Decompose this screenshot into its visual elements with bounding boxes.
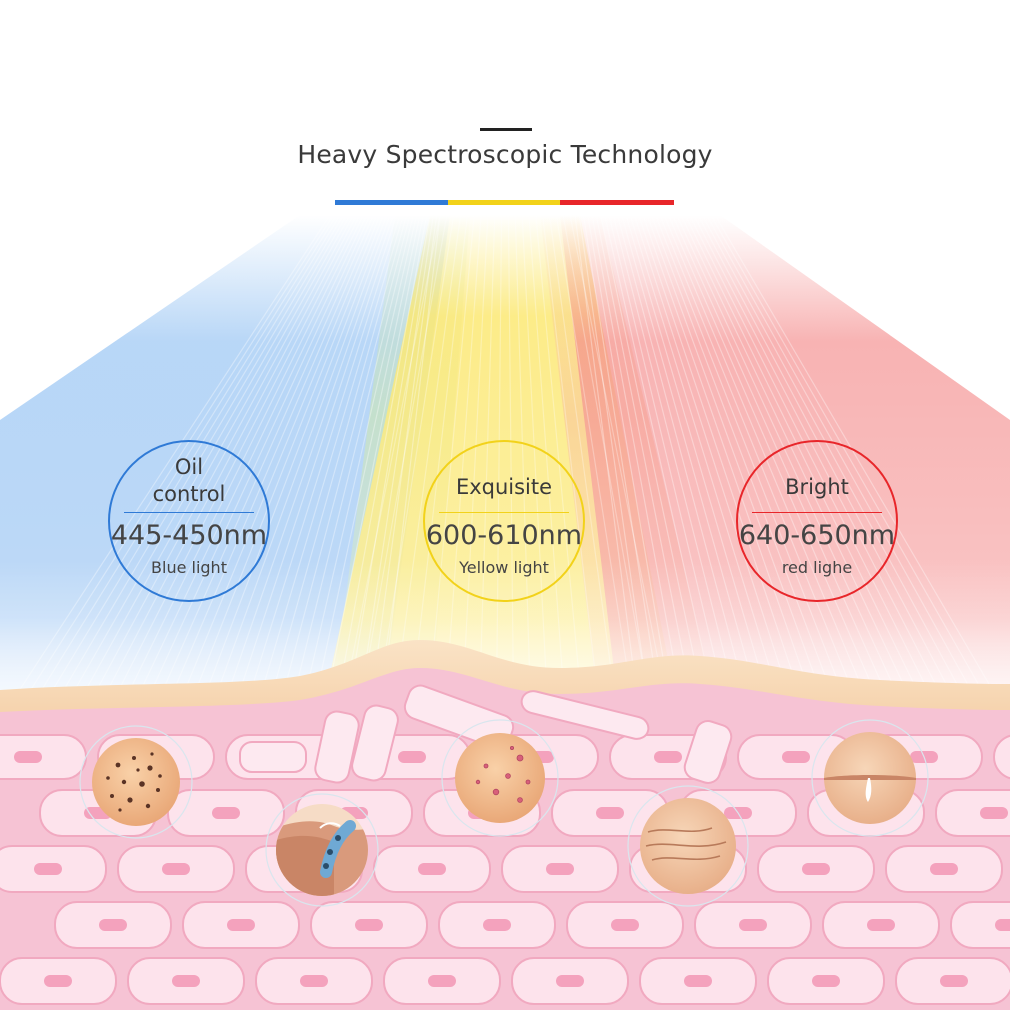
skin-cell (373, 845, 491, 893)
skin-cell (639, 957, 757, 1005)
skin-cell (520, 690, 650, 740)
badge-wavelength: 445-450nm (110, 520, 268, 551)
red-light-badge: Bright 640-650nm red lighe (736, 440, 898, 602)
skin-cell (895, 957, 1010, 1005)
skin-cell (935, 789, 1010, 837)
skin-cell (501, 845, 619, 893)
skin-cell (383, 957, 501, 1005)
skin-cell (182, 901, 300, 949)
badge-light-name: Blue light (151, 558, 227, 577)
skin-cell (767, 957, 885, 1005)
skin-cell (511, 957, 629, 1005)
badge-divider (752, 512, 882, 513)
skin-cell (993, 734, 1010, 780)
badge-label: Bright (785, 475, 849, 499)
skin-cell (239, 741, 307, 773)
badge-wavelength: 640-650nm (738, 520, 896, 551)
wrinkles-icon (627, 785, 749, 907)
skin-cell (127, 957, 245, 1005)
skin-cell (0, 957, 117, 1005)
spectrum-bar-red (560, 200, 674, 205)
skin-cell (310, 901, 428, 949)
skin-cross-section (0, 640, 1010, 1010)
skin-cell (0, 734, 87, 780)
badge-wavelength: 600-610nm (425, 520, 583, 551)
skin-cell (737, 734, 855, 780)
skin-cell (566, 901, 684, 949)
skin-cell (885, 845, 1003, 893)
page-title: Heavy Spectroscopic Technology (297, 140, 713, 169)
yellow-light-badge: Exquisite 600-610nm Yellow light (423, 440, 585, 602)
spectrum-bar-yellow (448, 200, 560, 205)
badge-light-name: red lighe (781, 558, 853, 577)
badge-light-name: Yellow light (459, 558, 549, 577)
badge-divider (124, 512, 254, 513)
skin-cell (0, 845, 107, 893)
title-accent-bar (480, 128, 532, 131)
blackhead-pores-icon (79, 725, 193, 839)
skin-cell (757, 845, 875, 893)
spectrum-bar-blue (335, 200, 448, 205)
skin-cell (822, 901, 940, 949)
acne-spots-icon (441, 719, 559, 837)
skin-cell (683, 720, 733, 784)
badge-label: Exquisite (455, 475, 553, 499)
skin-cell (351, 704, 399, 782)
skin-cell (314, 710, 360, 784)
skin-cell (438, 901, 556, 949)
skin-cell (551, 789, 669, 837)
skin-cell (694, 901, 812, 949)
skin-cell (54, 901, 172, 949)
skin-cell (167, 789, 285, 837)
dry-crack-icon (811, 719, 929, 837)
skin-cell (950, 901, 1010, 949)
skin-cell (255, 957, 373, 1005)
skin-cell (117, 845, 235, 893)
badge-divider (439, 512, 569, 513)
